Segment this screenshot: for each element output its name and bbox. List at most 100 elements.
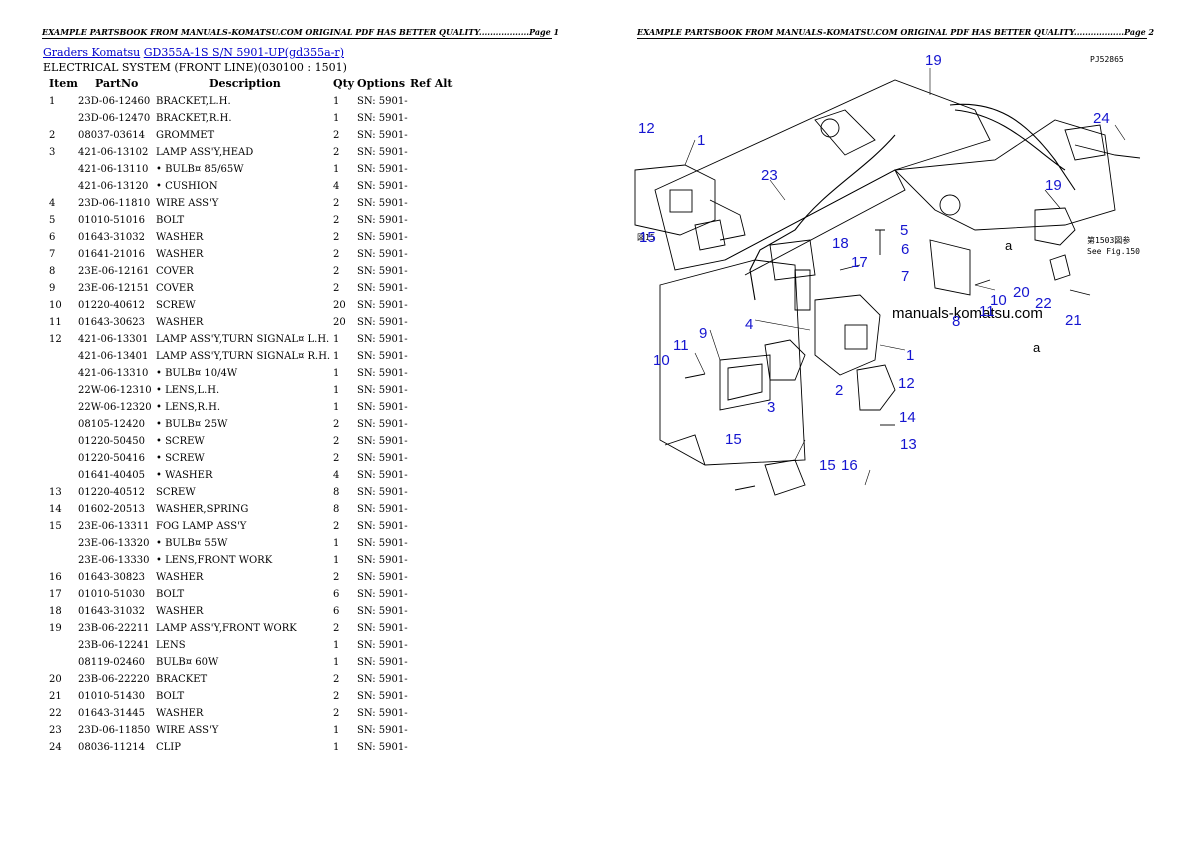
cell-options: SN: 5901- — [357, 674, 408, 685]
cell-partno: 421-06-13110 — [78, 164, 149, 175]
cell-options: SN: 5901- — [357, 351, 408, 362]
cell-description: WASHER — [156, 249, 204, 260]
cell-item: 15 — [49, 521, 62, 532]
cell-item: 16 — [49, 572, 62, 583]
cell-qty: 1 — [333, 555, 340, 566]
bracket-tube — [794, 269, 811, 311]
cover-right — [929, 239, 971, 296]
cell-options: SN: 5901- — [357, 283, 408, 294]
cell-partno: 01643-30623 — [78, 317, 146, 328]
cell-options: SN: 5901- — [357, 164, 408, 175]
cell-description: FOG LAMP ASS'Y — [156, 521, 247, 532]
bolt-17 — [839, 264, 861, 271]
cell-qty: 1 — [333, 402, 340, 413]
cell-options: SN: 5901- — [357, 215, 408, 226]
callout-label: 4 — [745, 316, 753, 333]
cell-qty: 2 — [333, 419, 340, 430]
lower-panel — [659, 259, 806, 466]
headlamp-lh — [634, 164, 716, 236]
cell-item: 13 — [49, 487, 62, 498]
callout-label: 2 — [835, 382, 843, 399]
cell-partno: 23E-06-12151 — [78, 283, 150, 294]
cell-item: 21 — [49, 691, 62, 702]
cell-qty: 1 — [333, 113, 340, 124]
cell-description: • BULB¤ 85/65W — [156, 164, 244, 175]
cell-item: 14 — [49, 504, 62, 515]
cell-options: SN: 5901- — [357, 198, 408, 209]
callout-label: 12 — [898, 375, 915, 392]
callout-label: 14 — [899, 409, 916, 426]
cell-options: SN: 5901- — [357, 521, 408, 532]
cell-options: SN: 5901- — [357, 606, 408, 617]
bolt-lh — [684, 373, 706, 379]
cell-item: 20 — [49, 674, 62, 685]
cell-description: WASHER — [156, 317, 204, 328]
cell-options: SN: 5901- — [357, 453, 408, 464]
turn-signal-lamp — [764, 339, 806, 381]
callout-label: 3 — [767, 399, 775, 416]
cell-qty: 4 — [333, 470, 340, 481]
cell-partno: 22W-06-12310 — [78, 385, 152, 396]
lamp-assy-right — [814, 294, 881, 376]
cell-qty: 1 — [333, 538, 340, 549]
cell-qty: 1 — [333, 385, 340, 396]
cell-qty: 2 — [333, 453, 340, 464]
cell-qty: 2 — [333, 521, 340, 532]
cell-options: SN: 5901- — [357, 317, 408, 328]
fog-lamp-bottom — [764, 459, 806, 496]
cell-partno: 23E-06-12161 — [78, 266, 150, 277]
headlamp-lh-lens — [669, 189, 693, 213]
cell-description: • SCREW — [156, 453, 205, 464]
cell-options: SN: 5901- — [357, 555, 408, 566]
cell-description: WASHER — [156, 606, 204, 617]
wire-harness-2 — [1074, 144, 1141, 159]
cell-item: 24 — [49, 742, 62, 753]
fog-lamp-lh — [694, 219, 726, 251]
watermark: manuals-komatsu.com — [892, 305, 1043, 322]
breadcrumb-link-graders[interactable]: Graders Komatsu — [43, 46, 141, 59]
bolt-10 — [974, 279, 991, 286]
callout-label: a — [1005, 238, 1013, 253]
cell-qty: 2 — [333, 674, 340, 685]
frame-beam — [654, 79, 991, 271]
cell-partno: 01641-21016 — [78, 249, 146, 260]
cell-qty: 2 — [333, 691, 340, 702]
cell-qty: 1 — [333, 742, 340, 753]
cell-description: CLIP — [156, 742, 181, 753]
cell-partno: 01643-31032 — [78, 606, 146, 617]
cell-qty: 20 — [333, 317, 346, 328]
cell-item: 8 — [49, 266, 56, 277]
cell-partno: 23E-06-13311 — [78, 521, 150, 532]
lower-panel-foot — [664, 434, 706, 466]
callout-label: 23 — [761, 167, 778, 184]
cell-qty: 6 — [333, 606, 340, 617]
breadcrumb-link-model[interactable]: GD355A-1S S/N 5901-UP(gd355a-r) — [143, 46, 344, 59]
cell-options: SN: 5901- — [357, 232, 408, 243]
callout-label: 15 — [819, 457, 836, 474]
cell-description: SCREW — [156, 487, 196, 498]
cell-description: LAMP ASS'Y,FRONT WORK — [156, 623, 297, 634]
callout-label: 15 — [639, 229, 656, 246]
cell-qty: 1 — [333, 725, 340, 736]
cell-partno: 01010-51430 — [78, 691, 146, 702]
cell-partno: 23E-06-13330 — [78, 555, 150, 566]
cell-qty: 1 — [333, 657, 340, 668]
callout-label: 22 — [1035, 295, 1052, 312]
cell-options: SN: 5901- — [357, 402, 408, 413]
cell-description: BULB¤ 60W — [156, 657, 219, 668]
cell-partno: 421-06-13301 — [78, 334, 149, 345]
cell-qty: 2 — [333, 266, 340, 277]
cell-options: SN: 5901- — [357, 572, 408, 583]
cell-options: SN: 5901- — [357, 436, 408, 447]
cell-item: 23 — [49, 725, 62, 736]
breadcrumb: Graders Komatsu GD355A-1S S/N 5901-UP(gd… — [43, 46, 344, 59]
